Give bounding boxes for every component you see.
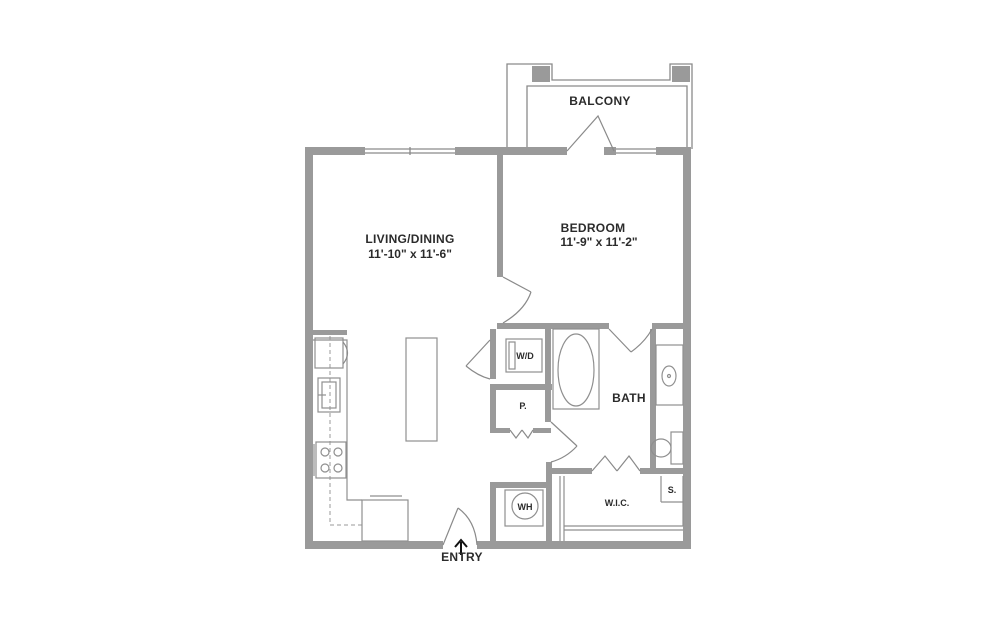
labels: LIVING/DINING 11'-10" x 11'-6" BEDROOM 1… bbox=[365, 94, 676, 564]
pantry-label: P. bbox=[519, 401, 526, 411]
bedroom-size: 11'-9" x 11'-2" bbox=[560, 235, 637, 249]
upper-cabinets bbox=[329, 336, 362, 526]
bath-name: BATH bbox=[612, 391, 646, 405]
lower-counter bbox=[361, 499, 409, 542]
washer-dryer-label: W/D bbox=[516, 351, 534, 361]
wic-door bbox=[591, 455, 641, 472]
refrigerator bbox=[314, 337, 344, 369]
balcony-railing bbox=[506, 63, 693, 149]
bedroom-door bbox=[502, 276, 532, 324]
kitchen-counter bbox=[313, 339, 362, 501]
balcony-name: BALCONY bbox=[569, 94, 630, 108]
balcony-railing-inner bbox=[526, 85, 688, 149]
closet-fixtures bbox=[504, 338, 684, 541]
arrow-up-icon bbox=[454, 538, 468, 555]
toilet bbox=[650, 431, 684, 465]
vanity bbox=[655, 344, 684, 406]
water-heater bbox=[511, 492, 539, 520]
windows bbox=[365, 147, 656, 155]
washer-dryer bbox=[505, 338, 543, 373]
interior-walls bbox=[490, 155, 683, 541]
bath-door bbox=[608, 328, 653, 353]
hall-bath-door bbox=[550, 421, 578, 463]
tub-basin bbox=[557, 333, 595, 407]
entry-label: ENTRY bbox=[441, 550, 483, 564]
balcony bbox=[506, 63, 693, 149]
balcony-door bbox=[566, 114, 615, 152]
bath-sink bbox=[661, 365, 677, 387]
balcony-post-left bbox=[532, 66, 550, 82]
shelf-label: S. bbox=[668, 485, 677, 495]
washer-dryer-door bbox=[465, 339, 491, 380]
balcony-post-right bbox=[672, 66, 690, 82]
water-heater-label: WH bbox=[518, 502, 533, 512]
kitchen bbox=[313, 330, 438, 542]
bathtub bbox=[552, 328, 600, 410]
kitchen-island bbox=[405, 337, 438, 442]
entry-door bbox=[442, 507, 478, 546]
bedroom-name: BEDROOM bbox=[561, 221, 626, 235]
pantry-door bbox=[509, 429, 534, 440]
exterior-walls bbox=[305, 147, 691, 549]
wic-name: W.I.C. bbox=[605, 498, 630, 508]
doors bbox=[442, 114, 653, 546]
living-room-name: LIVING/DINING bbox=[365, 232, 454, 246]
living-room-size: 11'-10" x 11'-6" bbox=[368, 247, 452, 261]
bath-fixtures bbox=[552, 328, 684, 465]
range bbox=[315, 441, 347, 479]
